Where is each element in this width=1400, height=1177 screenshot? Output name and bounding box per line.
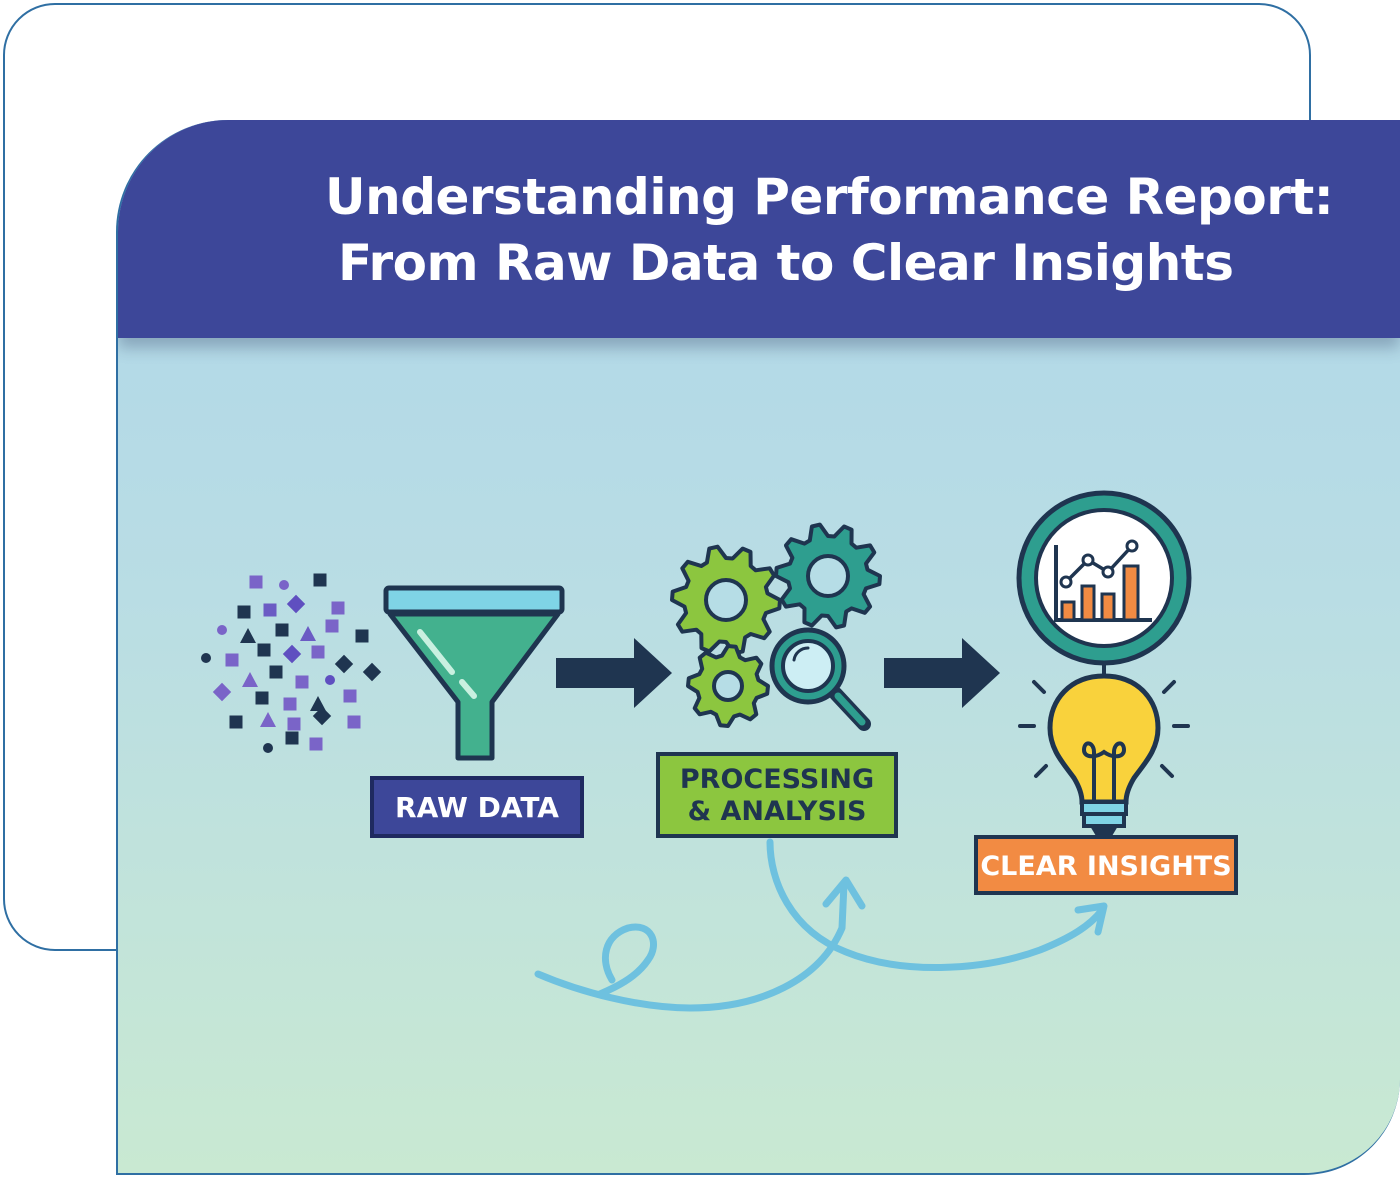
data-particle [217,625,227,635]
gear-icon [774,522,882,630]
page-title: Understanding Performance Report: From R… [118,164,1400,296]
processing-label-line1: PROCESSING [680,764,874,795]
data-particle [343,689,357,703]
raw-data-label-text: RAW DATA [395,791,559,824]
data-particle [313,573,327,587]
loop-arrow-icon [534,838,1108,1012]
data-particle [282,644,302,664]
data-particle [255,691,269,705]
data-particle [229,715,243,729]
header-band: Understanding Performance Report: From R… [118,120,1400,338]
data-particle [331,601,345,615]
data-particle [283,697,297,711]
chart-circle-icon [1016,490,1192,674]
data-particle [257,643,271,657]
data-particle [334,654,354,674]
data-particle [240,628,256,643]
data-particle [300,626,316,641]
data-particle [287,717,301,731]
magnifier-icon [769,627,871,731]
data-particle [285,731,299,745]
data-particle [325,675,335,685]
data-particle [286,594,306,614]
data-particle [212,682,232,702]
clear-insights-label: CLEAR INSIGHTS [974,835,1238,895]
data-particle [325,619,339,633]
data-particle [260,712,276,727]
data-particle [279,580,289,590]
data-particle [201,653,211,663]
title-line-2: From Raw Data to Clear Insights [338,234,1234,292]
data-particle [295,675,309,689]
data-particle [312,706,332,726]
gear-icon [670,544,782,656]
lightbulb-icon [1018,673,1190,836]
data-particle [225,653,239,667]
data-particle [249,575,263,589]
data-particle [362,662,382,682]
funnel-icon [383,585,565,761]
data-particle [269,665,283,679]
raw-data-particles-icon [201,573,382,753]
data-particle [275,623,289,637]
data-particle [263,743,273,753]
processing-analysis-label: PROCESSING & ANALYSIS [656,752,898,838]
raw-data-label: RAW DATA [370,776,584,838]
data-particle [355,629,369,643]
title-line-1: Understanding Performance Report: [325,168,1334,226]
data-particle [309,737,323,751]
data-particle [311,645,325,659]
data-particle [237,605,251,619]
arrow-right-icon [884,638,1000,708]
processing-label-line2: & ANALYSIS [688,796,867,827]
data-particle [263,603,277,617]
gear-icon [686,644,770,728]
gears-magnifier-icon [670,522,882,731]
data-particle [347,715,361,729]
clear-insights-label-text: CLEAR INSIGHTS [980,851,1231,882]
arrow-right-icon [556,638,672,708]
data-particle [242,672,258,687]
